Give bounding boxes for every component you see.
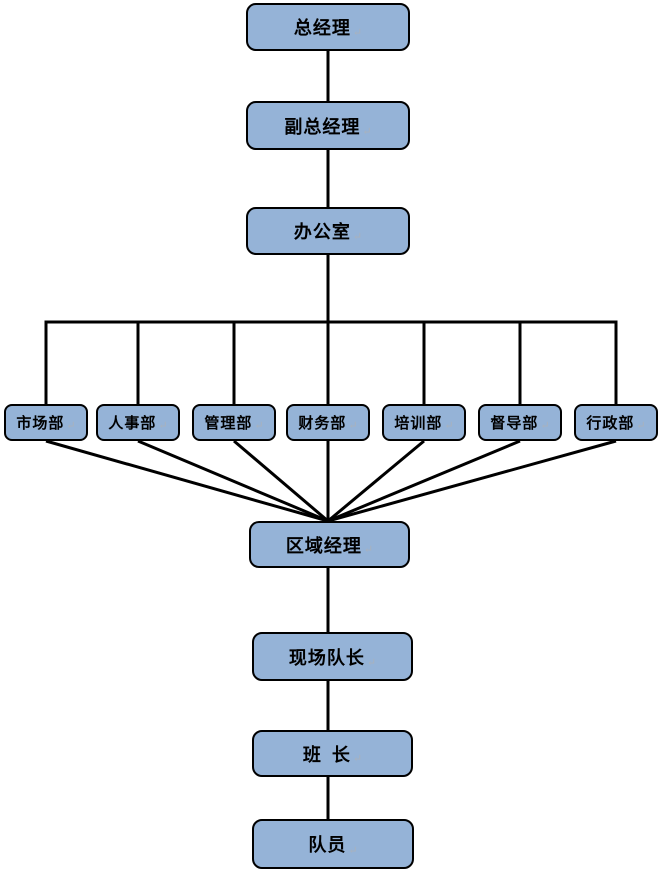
paragraph-mark-icon: ↵ — [362, 125, 372, 138]
node-label: 人事部 — [108, 414, 157, 432]
connector-fan-2 — [137, 439, 329, 523]
org-node-general-manager: 总经理↵ — [246, 3, 410, 51]
org-node-squad-leader: 班 长↵ — [252, 730, 413, 777]
node-label: 区域经理 — [285, 535, 362, 557]
org-node-site-captain: 现场队长↵ — [252, 632, 413, 681]
paragraph-mark-icon: ↵ — [348, 419, 358, 432]
org-node-office: 办公室↵ — [246, 207, 410, 255]
node-label: 班 长 — [302, 744, 351, 766]
node-label: 队员 — [308, 835, 347, 856]
node-label: 管理部 — [204, 414, 253, 432]
org-node-regional-manager: 区域经理↵ — [249, 521, 410, 568]
org-node-dept-management: 管理部↵ — [192, 404, 276, 441]
org-node-dept-marketing: 市场部↵ — [4, 404, 88, 441]
connector-fan-3 — [233, 439, 329, 523]
node-label: 市场部 — [16, 414, 65, 432]
node-label: 行政部 — [586, 414, 635, 432]
paragraph-mark-icon: ↵ — [352, 752, 363, 765]
org-node-dept-finance: 财务部↵ — [286, 404, 370, 441]
paragraph-mark-icon: ↵ — [66, 419, 76, 432]
paragraph-mark-icon: ↵ — [254, 419, 264, 432]
node-label: 现场队长 — [288, 647, 365, 669]
node-label: 总经理 — [293, 18, 351, 39]
paragraph-mark-icon: ↵ — [444, 419, 454, 432]
paragraph-mark-icon: ↵ — [366, 656, 377, 669]
org-node-deputy-general-manager: 副总经理↵ — [246, 101, 410, 150]
paragraph-mark-icon: ↵ — [158, 419, 168, 432]
connector-fan-1 — [45, 439, 329, 523]
paragraph-mark-icon: ↵ — [540, 419, 550, 432]
node-label: 培训部 — [394, 414, 443, 432]
node-label: 督导部 — [490, 414, 539, 432]
org-node-team-member: 队员↵ — [252, 819, 414, 869]
connector-fan-7 — [327, 439, 617, 523]
paragraph-mark-icon: ↵ — [363, 543, 374, 556]
paragraph-mark-icon: ↵ — [352, 26, 363, 39]
org-node-dept-supervision: 督导部↵ — [478, 404, 562, 441]
paragraph-mark-icon: ↵ — [352, 230, 363, 243]
org-node-dept-training: 培训部↵ — [382, 404, 466, 441]
paragraph-mark-icon: ↵ — [348, 844, 358, 857]
node-label: 副总经理 — [284, 116, 361, 138]
org-node-dept-administration: 行政部↵ — [574, 404, 658, 441]
org-node-dept-hr: 人事部↵ — [96, 404, 180, 441]
node-label: 办公室 — [293, 222, 351, 243]
paragraph-mark-icon: ↵ — [636, 419, 646, 432]
node-label: 财务部 — [298, 414, 347, 432]
connector-fan-6 — [327, 439, 521, 523]
connector-fan-5 — [327, 439, 425, 523]
